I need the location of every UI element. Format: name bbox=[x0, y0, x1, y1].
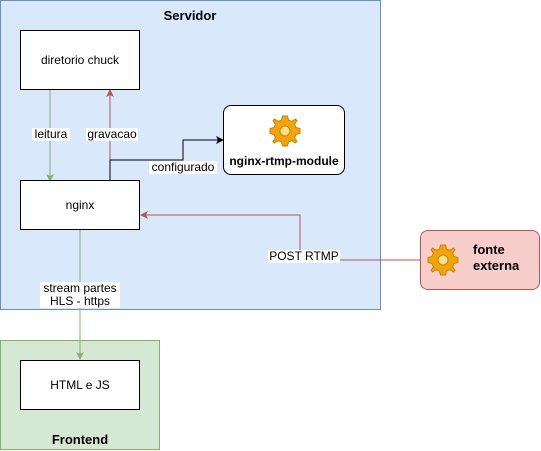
post-rtmp-arrow bbox=[140, 211, 420, 261]
configurado-edge-label: configurado bbox=[149, 161, 217, 174]
configurado-arrow bbox=[109, 136, 224, 180]
gear-icon bbox=[427, 244, 459, 276]
nginx-rtmp-module-node[interactable]: nginx-rtmp-module bbox=[223, 105, 345, 175]
html-js-node[interactable]: HTML e JS bbox=[20, 360, 140, 410]
leitura-edge-label: leitura bbox=[32, 128, 70, 141]
fonte-externa-label: fonte externa bbox=[473, 242, 520, 273]
servidor-title: Servidor bbox=[163, 8, 217, 23]
post-rtmp-edge-label: POST RTMP bbox=[268, 249, 340, 263]
nginx-label: nginx bbox=[65, 198, 95, 212]
stream-edge-label: stream partes HLS - https bbox=[40, 282, 120, 308]
diretorio-chuck-node[interactable]: diretorio chuck bbox=[20, 30, 140, 90]
html-js-label: HTML e JS bbox=[50, 378, 110, 392]
gravacao-edge-label: gravacao bbox=[86, 127, 138, 141]
frontend-title: Frontend bbox=[51, 432, 109, 447]
gear-icon bbox=[269, 115, 301, 147]
nginx-rtmp-module-label: nginx-rtmp-module bbox=[229, 154, 339, 168]
nginx-node[interactable]: nginx bbox=[20, 180, 140, 230]
diretorio-chuck-label: diretorio chuck bbox=[40, 53, 120, 67]
